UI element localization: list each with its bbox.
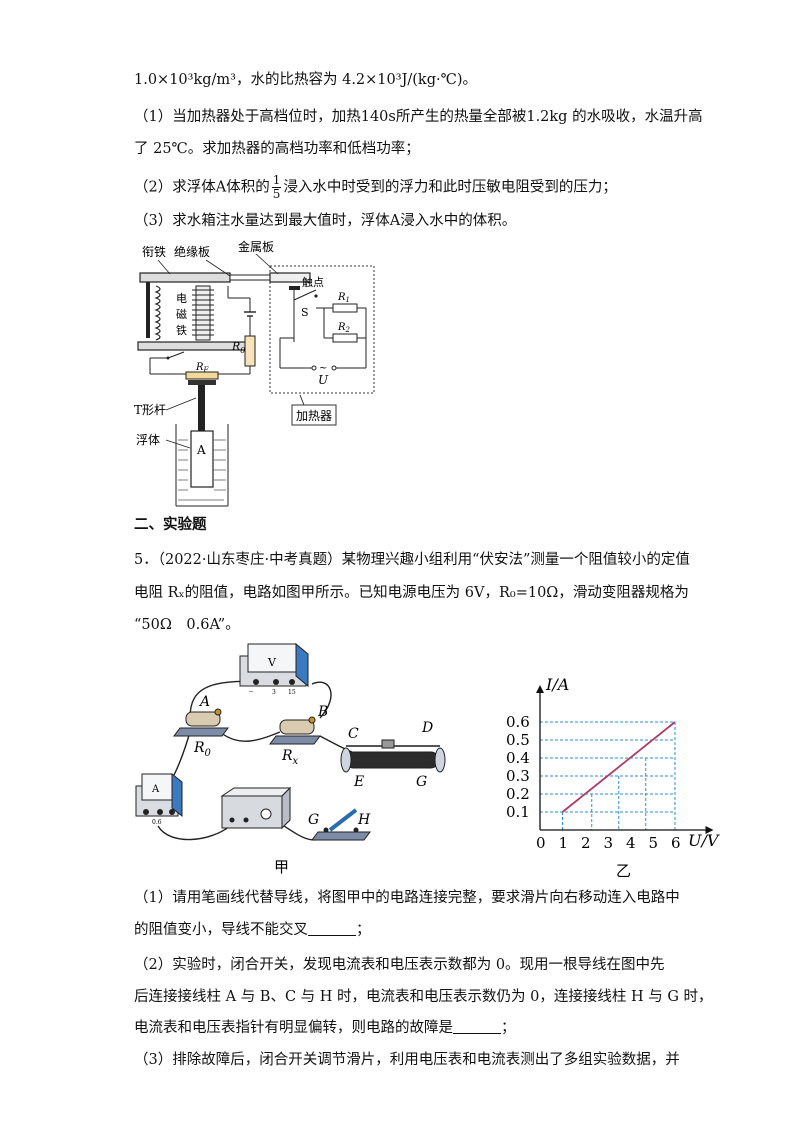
switch-g-label: G — [308, 812, 319, 828]
figure-jia-caption: 甲 — [274, 858, 289, 876]
relay-heater-diagram: 衔铁 绝缘板 金属板 电 磁 铁 R0 RF T形杆 A 浮体 触点 S — [134, 239, 375, 507]
y-tick-label: 0.1 — [506, 803, 530, 821]
voltmeter-terminal-15: 15 — [288, 689, 296, 696]
terminal-g-rheostat-label: G — [416, 774, 427, 790]
float-label: 浮体 — [136, 433, 160, 447]
electromagnet-label-1: 电 — [176, 292, 187, 305]
ammeter-terminal-06: 0.6 — [152, 819, 162, 826]
terminal-a-label: A — [198, 694, 210, 710]
heater-label: 加热器 — [296, 409, 332, 423]
r0-resistor-label: R0 — [193, 740, 212, 759]
float-a-label: A — [196, 443, 206, 457]
voltage-u-label: U — [318, 373, 329, 387]
x-axis-label: U/V — [688, 831, 720, 850]
q5-line3: “50Ω 0.6A”。 — [134, 617, 240, 633]
q5-part2-line2: 后连接接线柱 A 与 B、C 与 H 时，电流表和电压表示数仍为 0，连接接线柱… — [134, 989, 713, 1005]
q4-part2-suffix: 浸入水中时受到的浮力和此时压敏电阻受到的压力； — [283, 179, 617, 196]
x-tick-label: 1 — [559, 834, 569, 852]
iu-data-line — [561, 721, 676, 813]
q4-part1-line1: （1）当加热器处于高档位时，加热140s所产生的热量全部被1.2kg 的水吸收，… — [134, 109, 703, 125]
q5-line1: 5．（2022·山东枣庄·中考真题）某物理兴趣小组利用“伏安法”测量一个阻值较小… — [134, 552, 690, 568]
terminal-e-label: E — [353, 774, 364, 790]
q5-part2-line1: （2）实验时，闭合开关，发现电流表和电压表示数都为 0。现用一根导线在图中先 — [134, 957, 665, 973]
terminal-b-label: B — [317, 704, 328, 720]
x-tick-label: 5 — [649, 834, 659, 852]
voltmeter-symbol: V — [267, 656, 277, 669]
t-rod-label: T形杆 — [134, 403, 166, 417]
rx-resistor-label: Rx — [281, 748, 299, 767]
y-tick-label: 0.4 — [506, 749, 530, 767]
rf-label: RF — [195, 362, 210, 374]
figure-yi-caption: 乙 — [616, 862, 631, 880]
circuit-apparatus-figure: V － 3 15 A R0 B Rx C D E G A 0.6 G H 甲 — [135, 642, 446, 876]
y-tick-label: 0.2 — [506, 785, 530, 803]
q4-part1-line2: 了 25℃。求加热器的高档功率和低档功率； — [134, 141, 420, 157]
q5-part1-line1: （1）请用笔画线代替导线，将图甲中的电路连接完整，要求滑片向右移动连入电路中 — [134, 890, 680, 906]
terminal-c-label: C — [348, 726, 359, 742]
contact-label: 触点 — [302, 275, 324, 289]
given-data-line: 1.0×10³kg/m³，水的比热容为 4.2×10³J/(kg·℃)。 — [134, 72, 477, 88]
metal-plate-label: 金属板 — [238, 239, 274, 254]
q5-part1-line2: 的阻值变小，导线不能交叉； — [134, 921, 371, 938]
y-axis-arrow — [536, 685, 544, 693]
y-tick-label: 0.3 — [506, 767, 530, 785]
switch-h-label: H — [357, 812, 371, 828]
y-tick-label: 0.6 — [506, 713, 530, 731]
x-tick-label: 4 — [626, 834, 636, 852]
electromagnet-label-3: 铁 — [176, 324, 187, 337]
r1-label: R1 — [337, 292, 350, 304]
electromagnet-label-2: 磁 — [176, 308, 187, 321]
ac-tilde: ~ — [319, 363, 327, 374]
answer-blank-2[interactable] — [453, 1019, 501, 1034]
q4-part2-prefix: （2）求浮体A体积的 — [134, 179, 270, 196]
voltmeter-terminal-minus: － — [248, 689, 254, 696]
y-axis-label: I/A — [545, 675, 569, 694]
q5-line2: 电阻 Rₓ的阻值，电路如图甲所示。已知电源电压为 6V，R₀=10Ω，滑动变阻器… — [134, 585, 689, 601]
x-tick-label: 0 — [536, 834, 546, 852]
x-tick-label: 3 — [604, 834, 614, 852]
x-axis-arrow — [705, 826, 714, 834]
section-experiment-title: 二、实验题 — [134, 517, 207, 533]
r2-label: R2 — [337, 322, 351, 334]
armature-label: 衔铁 — [142, 245, 166, 259]
q4-part3: （3）求水箱注水量达到最大值时，浮体A浸入水中的体积。 — [134, 213, 517, 229]
answer-blank-1[interactable] — [308, 921, 356, 936]
q5-part2-line3: 电流表和电压表指针有明显偏转，则电路的故障是； — [134, 1019, 516, 1036]
x-tick-label: 6 — [671, 834, 681, 852]
terminal-d-label: D — [421, 720, 433, 736]
q5-part3-line1: （3）排除故障后，闭合开关调节滑片，利用电压表和电流表测出了多组实验数据，并 — [134, 1052, 680, 1068]
x-tick-label: 2 — [581, 834, 591, 852]
ammeter-symbol: A — [151, 784, 160, 795]
insulator-label: 绝缘板 — [174, 244, 210, 259]
voltmeter-terminal-3: 3 — [272, 689, 276, 696]
y-tick-label: 0.5 — [506, 731, 530, 749]
switch-s-label: S — [301, 306, 309, 319]
